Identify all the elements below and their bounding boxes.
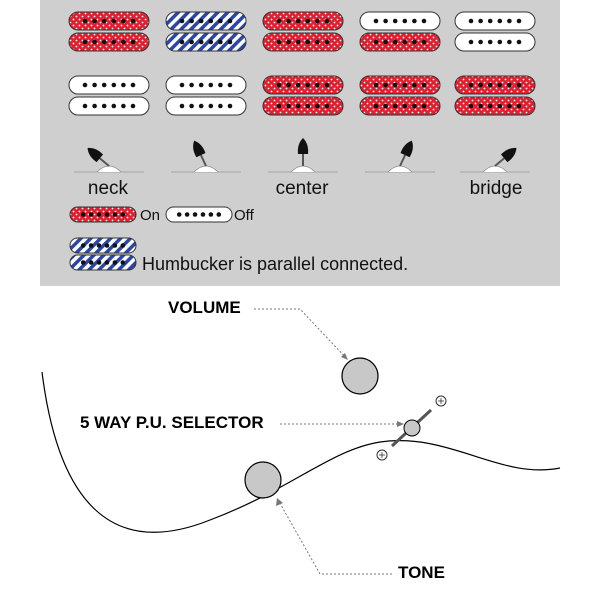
switch-position-1 <box>74 147 144 173</box>
pickup-coil-r1c0-bottom <box>68 96 150 116</box>
pickup-coil-r1c4-top <box>454 75 536 95</box>
volume-label: VOLUME <box>168 298 241 317</box>
switch-position-5 <box>460 147 530 173</box>
volume-leader-line <box>254 308 349 361</box>
pickup-coil-r0c3-top <box>359 11 441 31</box>
pickup-coil-r0c3-bottom <box>359 32 441 52</box>
pickup-coil-r1c3-top <box>359 75 441 95</box>
tone-label: TONE <box>398 563 445 582</box>
pickup-coil-r1c2-top <box>262 75 344 95</box>
switch-position-4 <box>365 140 435 173</box>
position-label-neck: neck <box>87 178 129 199</box>
pickup-coil-r1c0-top <box>68 75 150 95</box>
switch-position-3 <box>268 138 338 173</box>
pickup-coil-r1c2-bottom <box>262 96 344 116</box>
legend-off-label: Off <box>234 207 254 224</box>
pickup-coil-r0c0-bottom <box>68 32 150 52</box>
pickup-coil-r1c4-bottom <box>454 96 536 116</box>
position-label-bridge: bridge <box>469 178 523 199</box>
pickup-coil-r1c1-bottom <box>165 96 247 116</box>
legend-parallel-pickup <box>69 237 137 271</box>
legend-on-label: On <box>140 207 161 224</box>
legend-on-pickup <box>69 206 137 223</box>
switch-position-2 <box>171 140 241 173</box>
pickup-coil-r0c4-top <box>454 11 536 31</box>
parallel-note: Humbucker is parallel connected. <box>142 254 409 274</box>
guitar-body-outline <box>41 371 561 533</box>
legend-on-coil <box>69 206 137 223</box>
legend-parallel-coil-top <box>69 237 137 254</box>
tone-knob <box>244 461 282 499</box>
position-label-center: center <box>275 178 329 199</box>
pickup-selector-switch <box>376 395 447 461</box>
pickup-coil-r0c2-top <box>262 11 344 31</box>
pickup-coil-r0c4-bottom <box>454 32 536 52</box>
selector-label: 5 WAY P.U. SELECTOR <box>80 413 264 432</box>
legend-off-coil <box>165 206 233 223</box>
legend-parallel-coil-bottom <box>69 254 137 271</box>
pickup-coil-r1c3-bottom <box>359 96 441 116</box>
volume-knob <box>341 357 379 395</box>
pickup-coil-r0c1-top <box>165 11 247 31</box>
legend-off-pickup <box>165 206 233 223</box>
pickup-coil-r0c0-top <box>68 11 150 31</box>
pickup-coil-r0c1-bottom <box>165 32 247 52</box>
pickup-coil-r0c2-bottom <box>262 32 344 52</box>
tone-leader-line <box>276 497 392 575</box>
pickup-coil-r1c1-top <box>165 75 247 95</box>
